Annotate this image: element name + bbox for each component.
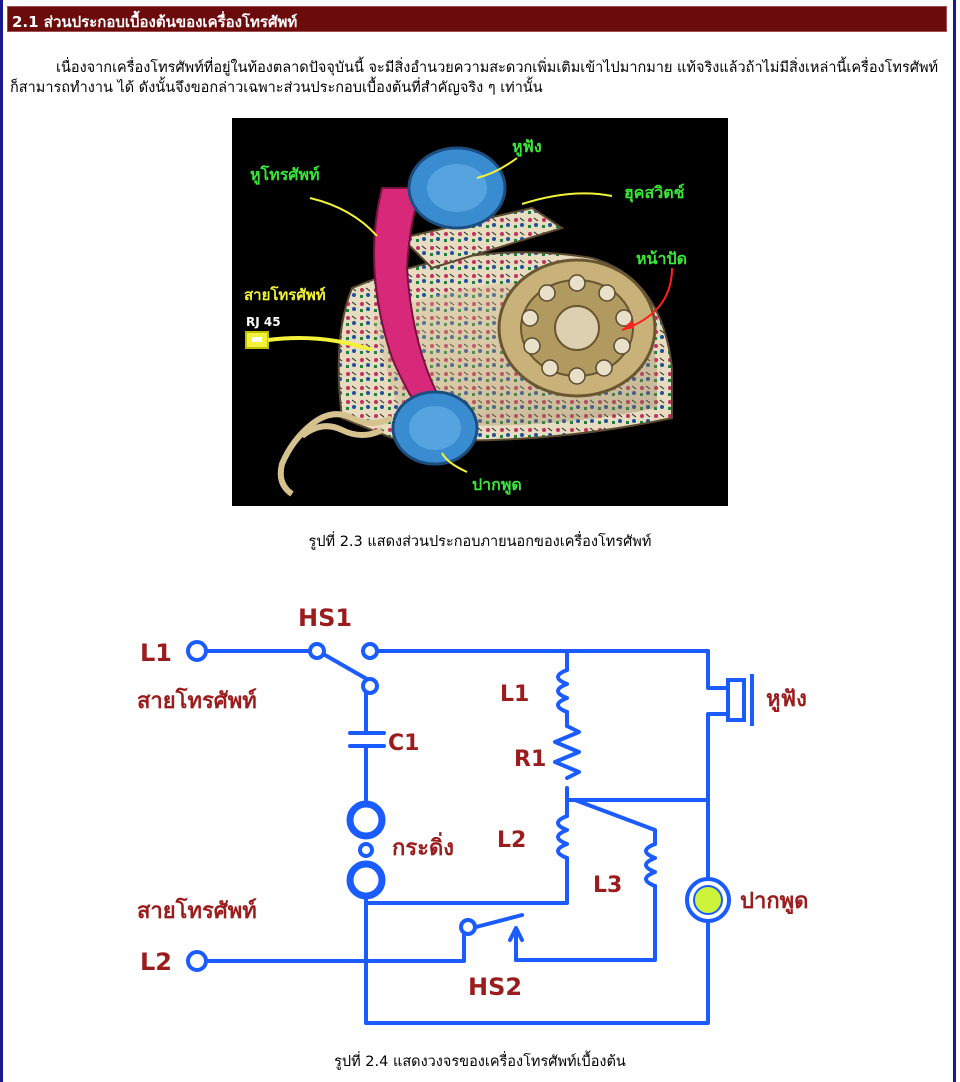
section-title: 2.1 ส่วนประกอบเบื้องต้นของเครื่องโทรศัพท… — [12, 13, 298, 31]
label-hs2: HS2 — [468, 973, 522, 1001]
label-l3-coil: L3 — [593, 873, 622, 898]
telephone-illustration: หูโทรศัพท์ หูฟัง ฮุคสวิตช์ หน้าปัด สายโท… — [244, 137, 687, 497]
label-l2-coil: L2 — [497, 828, 526, 853]
label-handset: หูโทรศัพท์ — [250, 164, 320, 186]
figure-2-3-caption: รูปที่ 2.3 แสดงส่วนประกอบภายนอกของเครื่อ… — [308, 534, 652, 550]
label-earpiece: หูฟัง — [766, 687, 807, 713]
label-line-top: สายโทรศัพท์ — [137, 687, 257, 714]
label-rj45: RJ 45 — [246, 315, 281, 329]
label-dial: หน้าปัด — [636, 249, 687, 268]
l2-terminal — [186, 950, 208, 972]
earpiece-symbol — [726, 678, 746, 722]
l1-terminal — [186, 640, 208, 662]
label-ringer: กระดิ่ง — [392, 831, 454, 861]
label-mouthpiece: ปากพูด — [472, 475, 522, 496]
section-header: 2.1 ส่วนประกอบเบื้องต้นของเครื่องโทรศัพท… — [7, 6, 947, 32]
telephone-circuit-diagram: L1 HS1 สายโทรศัพท์ C1 กระดิ่ง L1 R1 L2 L… — [137, 604, 808, 1025]
label-c1: C1 — [388, 731, 419, 756]
l2-coil — [556, 814, 569, 860]
l1-coil — [556, 668, 569, 714]
label-earpiece: หูฟัง — [512, 137, 542, 158]
r1-resistor — [553, 724, 581, 780]
intro-paragraph: เนื่องจากเครื่องโทรศัพท์ที่อยู่ในท้องตลา… — [10, 60, 939, 96]
telephone-photo: หูโทรศัพท์ หูฟัง ฮุคสวิตช์ หน้าปัด สายโท… — [232, 118, 728, 506]
label-r1: R1 — [514, 747, 546, 772]
label-l1-coil: L1 — [500, 682, 529, 707]
label-line-cord: สายโทรศัพท์ — [244, 285, 326, 304]
label-hook-switch: ฮุคสวิตช์ — [624, 183, 685, 203]
label-line-bottom: สายโทรศัพท์ — [137, 897, 257, 924]
hs1-blade — [316, 649, 374, 684]
figure-2-4-caption: รูปที่ 2.4 แสดงวงจรของเครื่องโทรศัพท์เบื… — [334, 1054, 626, 1070]
label-mouthpiece: ปากพูด — [740, 889, 808, 915]
l3-coil — [644, 842, 657, 888]
label-l1-terminal: L1 — [140, 639, 172, 667]
label-l2-terminal: L2 — [140, 948, 172, 976]
ringer — [346, 800, 386, 900]
label-hs1: HS1 — [298, 604, 352, 632]
hs2-blade — [474, 913, 524, 929]
